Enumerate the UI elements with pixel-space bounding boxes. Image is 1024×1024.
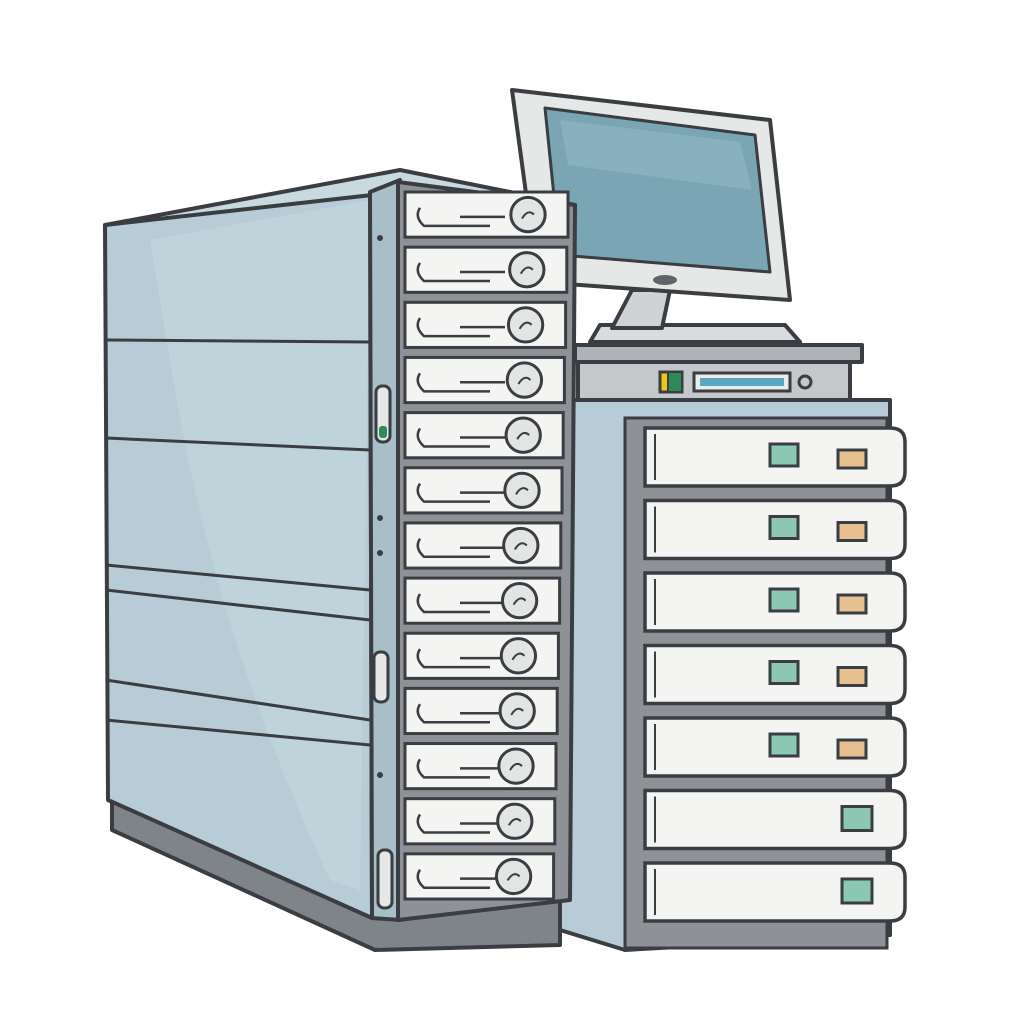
tower-top-cap: [573, 343, 864, 364]
lock-dial[interactable]: [506, 306, 545, 344]
monitor-screen-shine: [560, 120, 752, 190]
status-light-icon: [768, 515, 800, 540]
lock-dial[interactable]: [505, 361, 544, 399]
tower-drawers: [643, 426, 907, 923]
disk-drive-icon[interactable]: [403, 245, 569, 294]
lock-dial[interactable]: [504, 416, 542, 454]
drawer-label: [836, 666, 868, 687]
cabinet-shading: [150, 200, 370, 890]
disk-drive-icon[interactable]: [403, 576, 562, 625]
cabinet-rivets: [377, 235, 383, 778]
drawer-label: [836, 521, 868, 542]
disk-drive-icon[interactable]: [403, 300, 568, 349]
storage-cabinet-icon: [103, 168, 577, 952]
monitor-icon: [510, 88, 802, 344]
lock-dial[interactable]: [494, 857, 533, 896]
lock-dial[interactable]: [499, 637, 538, 675]
lock-dial[interactable]: [497, 747, 535, 785]
status-light-icon: [768, 442, 800, 468]
disk-drive-icon[interactable]: [403, 742, 558, 791]
status-light-icon: [768, 587, 800, 613]
status-light-icon: [768, 732, 800, 758]
disk-drive-icon[interactable]: [403, 686, 559, 736]
disk-drive-icon[interactable]: [403, 852, 556, 901]
tower-drawer[interactable]: [643, 643, 907, 706]
disk-drive-icon[interactable]: [403, 631, 560, 680]
drawer-label: [836, 738, 868, 760]
status-light-icon: [768, 660, 800, 685]
display-strip-inner: [700, 378, 784, 386]
cabinet-panel-seams: [105, 338, 371, 747]
lock-dial[interactable]: [502, 526, 540, 565]
door-handle-icon[interactable]: [372, 650, 390, 704]
disk-drive-icon[interactable]: [403, 411, 565, 460]
door-handle-icon[interactable]: [374, 384, 392, 444]
tower-drawer[interactable]: [643, 788, 907, 851]
server-tower-icon: [558, 343, 907, 952]
disk-drive-icon[interactable]: [403, 355, 566, 405]
tower-drawer[interactable]: [643, 716, 907, 778]
lock-dial[interactable]: [508, 251, 546, 289]
lock-dial[interactable]: [496, 802, 534, 840]
power-button-icon[interactable]: [797, 374, 813, 390]
disk-drive-icon[interactable]: [403, 190, 570, 239]
lock-dial[interactable]: [503, 471, 541, 510]
status-light-icon: [840, 877, 874, 905]
lock-dial[interactable]: [509, 195, 547, 234]
cabinet-front-frame: [368, 178, 402, 922]
drawer-label: [836, 448, 868, 470]
lock-dial[interactable]: [498, 692, 536, 730]
lock-dial[interactable]: [500, 581, 539, 620]
disk-drive-icon[interactable]: [403, 521, 563, 570]
drive-bays: [403, 190, 570, 901]
door-handle-icon[interactable]: [376, 848, 394, 910]
drawer-label: [836, 593, 868, 615]
disk-drive-icon[interactable]: [403, 466, 564, 515]
monitor-logo: [653, 275, 677, 285]
monitor-stand-neck: [610, 288, 672, 330]
disk-drive-icon[interactable]: [403, 797, 557, 846]
tower-drawer[interactable]: [643, 861, 907, 923]
tower-drawer[interactable]: [643, 426, 907, 488]
tower-drawer[interactable]: [643, 498, 907, 561]
indicator-light-green: [667, 371, 683, 393]
tower-drawer[interactable]: [643, 571, 907, 633]
status-light-icon: [840, 805, 874, 832]
